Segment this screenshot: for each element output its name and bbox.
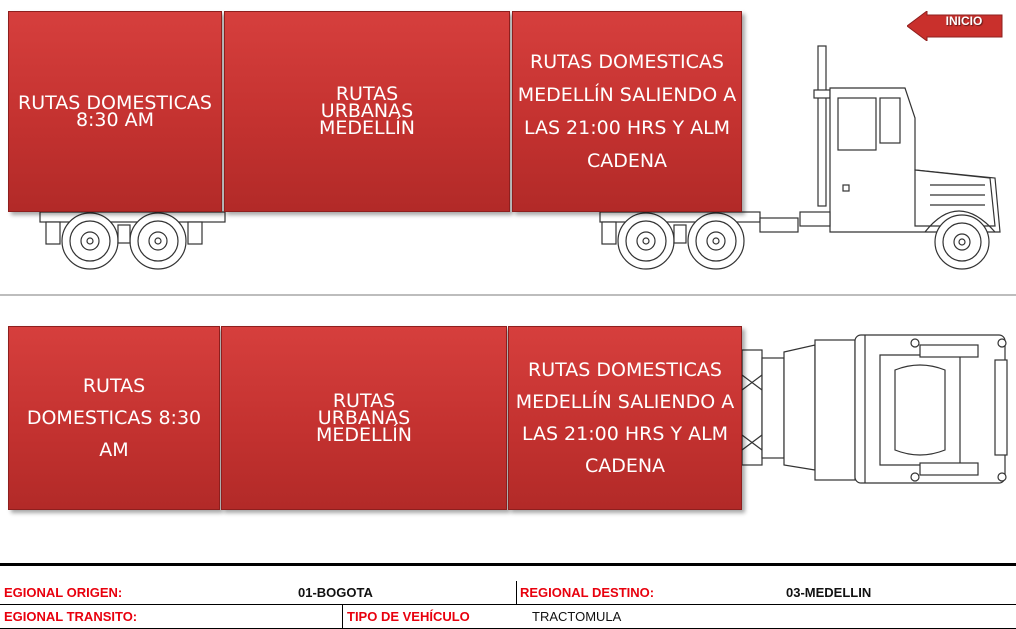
box-label: RUTAS URBANAS MEDELLÍN — [318, 83, 416, 139]
section-divider — [0, 294, 1016, 296]
regional-destino-value: 03-MEDELLIN — [786, 585, 872, 600]
side-box-rutas-urbanas[interactable]: RUTAS URBANAS MEDELLÍN — [224, 11, 510, 212]
truck-top-view-illustration — [741, 334, 1008, 484]
regional-origen-label: EGIONAL ORIGEN: — [4, 585, 123, 600]
side-box-rutas-domesticas[interactable]: RUTAS DOMESTICAS 8:30 AM — [8, 11, 222, 212]
side-box-rutas-domesticas-medellin[interactable]: RUTAS DOMESTICAS MEDELLÍN SALIENDO A LAS… — [512, 11, 742, 212]
top-box-rutas-domesticas-medellin[interactable]: RUTAS DOMESTICAS MEDELLÍN SALIENDO A LAS… — [508, 326, 742, 510]
inicio-label: INICIO — [945, 14, 983, 28]
route-info-table: EGIONAL ORIGEN: 01-BOGOTA REGIONAL DESTI… — [0, 563, 1016, 629]
table-row-divider — [0, 604, 1016, 605]
box-label: RUTAS URBANAS MEDELLÍN — [315, 389, 413, 446]
box-label: RUTAS DOMESTICAS 8:30 AM — [18, 91, 212, 131]
table-col-divider — [516, 581, 517, 604]
inicio-button[interactable]: INICIO — [907, 11, 1003, 41]
box-label: RUTAS DOMESTICAS 8:30 AM — [26, 375, 202, 461]
table-col-divider — [342, 605, 343, 628]
regional-transito-label: EGIONAL TRANSITO: — [4, 609, 138, 624]
truck-side-view-illustration — [39, 45, 1001, 270]
tipo-vehiculo-value: TRACTOMULA — [532, 609, 622, 624]
top-box-rutas-domesticas[interactable]: RUTAS DOMESTICAS 8:30 AM — [8, 326, 220, 510]
regional-destino-label: REGIONAL DESTINO: — [520, 585, 655, 600]
box-label: RUTAS DOMESTICAS MEDELLÍN SALIENDO A LAS… — [517, 50, 737, 172]
box-label: RUTAS DOMESTICAS MEDELLÍN SALIENDO A LAS… — [515, 359, 735, 477]
top-box-rutas-urbanas[interactable]: RUTAS URBANAS MEDELLÍN — [221, 326, 507, 510]
tipo-vehiculo-label: TIPO DE VEHÍCULO — [347, 609, 470, 624]
arrow-left-icon — [907, 11, 1003, 41]
table-top-border — [0, 563, 1016, 566]
regional-origen-value: 01-BOGOTA — [298, 585, 373, 600]
